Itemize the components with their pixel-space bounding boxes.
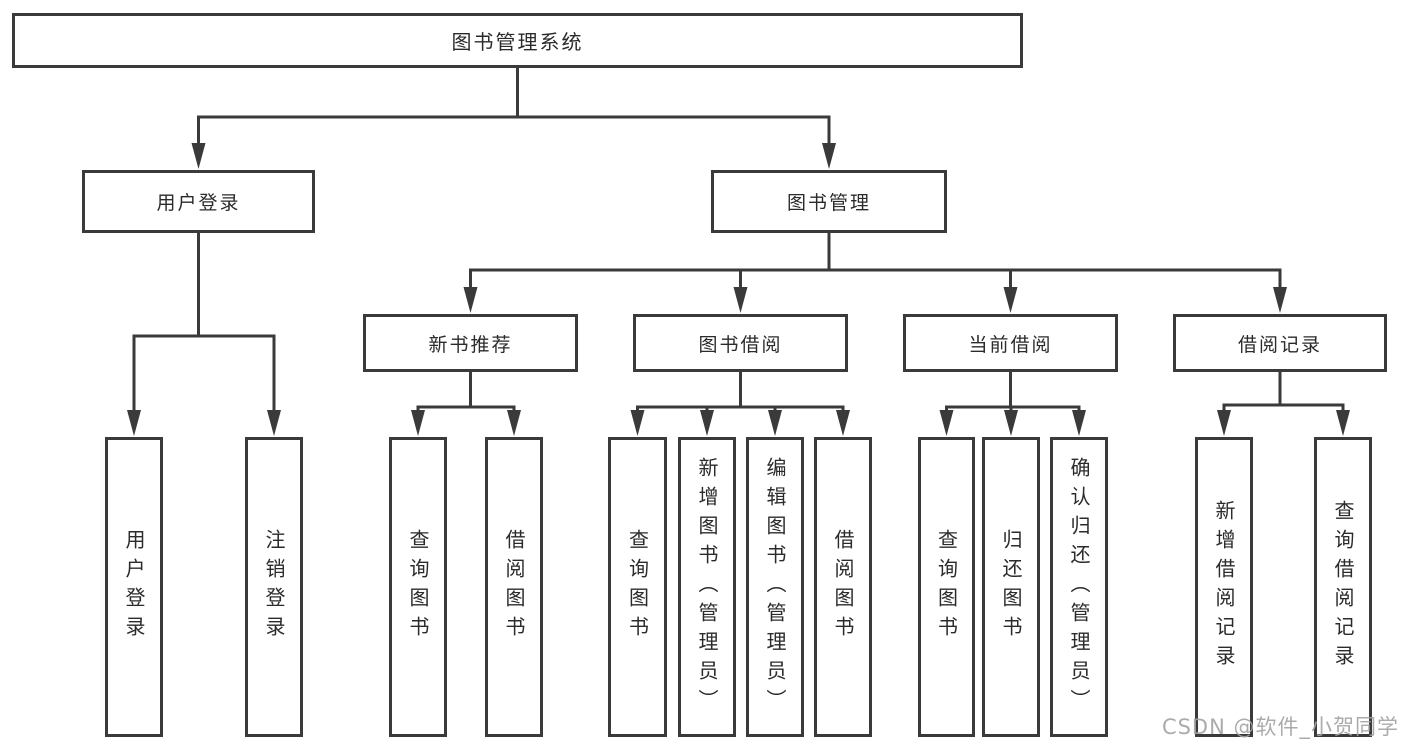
node-label-current: 当前借阅 (968, 333, 1053, 356)
diagram-node-rec: 新书推荐 (363, 314, 578, 372)
diagram-node-recd_add: 新增借阅记录 (1195, 437, 1253, 737)
node-label-root: 图书管理系统 (451, 30, 584, 54)
diagram-node-rec_query: 查询图书 (389, 437, 447, 737)
diagram-node-current: 当前借阅 (903, 314, 1118, 372)
node-label-login_logout: 注销登录 (262, 529, 286, 645)
diagram-node-mgmt: 图书管理 (711, 170, 947, 233)
node-label-borrow: 图书借阅 (698, 333, 783, 356)
diagram-node-borrow_edit: 编辑图书（管理员） (746, 437, 804, 737)
diagram-node-login: 用户登录 (82, 170, 315, 233)
diagram-node-recd_query: 查询借阅记录 (1314, 437, 1372, 737)
diagram-node-root: 图书管理系统 (12, 13, 1023, 68)
csdn-watermark: CSDN @软件_小贺同学 (1161, 715, 1399, 739)
diagram-node-cur_query: 查询图书 (918, 437, 975, 737)
node-label-recd_add: 新增借阅记录 (1212, 500, 1236, 674)
node-label-mgmt: 图书管理 (786, 192, 871, 214)
diagram-node-borrow_borrow: 借阅图书 (814, 437, 872, 737)
node-label-cur_return: 归还图书 (999, 529, 1023, 645)
diagram-node-borrow_add: 新增图书（管理员） (678, 437, 736, 737)
node-label-borrow_add: 新增图书（管理员） (695, 456, 719, 718)
node-label-recd_query: 查询借阅记录 (1331, 500, 1355, 674)
diagram-node-records: 借阅记录 (1173, 314, 1387, 372)
node-label-rec_borrow: 借阅图书 (502, 529, 526, 645)
node-label-borrow_edit: 编辑图书（管理员） (763, 456, 787, 718)
diagram-node-borrow: 图书借阅 (633, 314, 848, 372)
node-label-borrow_query: 查询图书 (625, 529, 650, 645)
node-label-cur_confirm: 确认归还（管理员） (1067, 456, 1091, 718)
node-label-records: 借阅记录 (1237, 333, 1322, 356)
diagram-node-login_logout: 注销登录 (245, 437, 303, 737)
node-label-login: 用户登录 (156, 192, 241, 214)
diagram-node-cur_return: 归还图书 (982, 437, 1040, 737)
diagram-node-rec_borrow: 借阅图书 (485, 437, 543, 737)
node-label-borrow_borrow: 借阅图书 (831, 529, 855, 645)
node-label-login_user: 用户登录 (122, 529, 146, 645)
node-label-rec_query: 查询图书 (406, 529, 430, 645)
node-label-rec: 新书推荐 (428, 333, 513, 356)
diagram-node-login_user: 用户登录 (105, 437, 163, 737)
diagram-node-cur_confirm: 确认归还（管理员） (1050, 437, 1108, 737)
diagram-node-borrow_query: 查询图书 (608, 437, 667, 737)
node-label-cur_query: 查询图书 (934, 529, 959, 645)
